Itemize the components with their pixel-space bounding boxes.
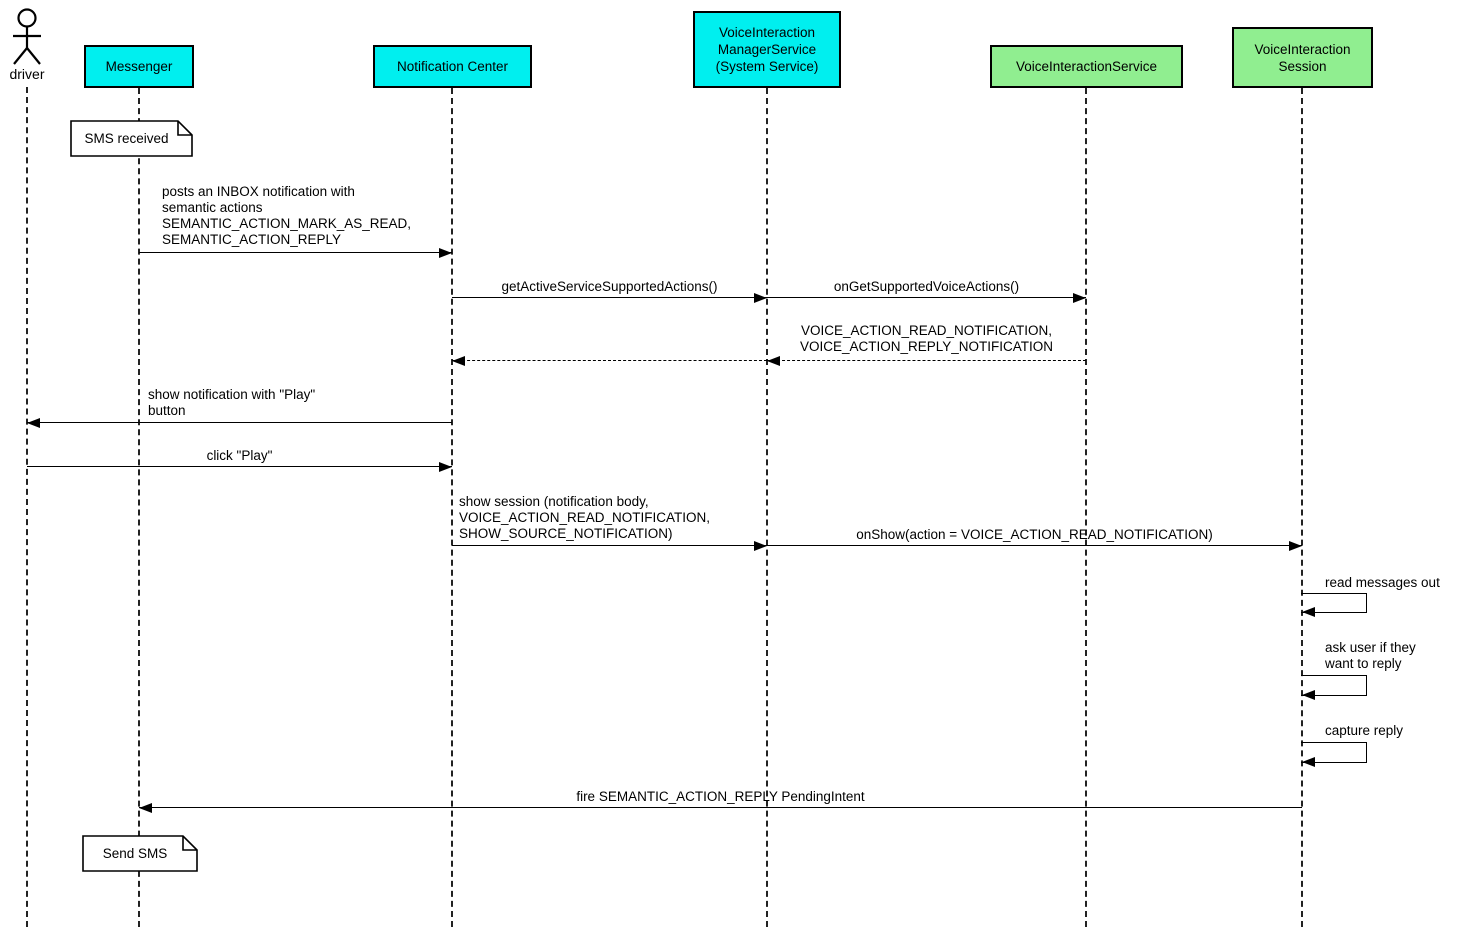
message-line-click-play xyxy=(27,466,452,467)
message-line-fire-pending-intent xyxy=(139,807,1302,808)
message-line-show-session xyxy=(452,545,767,546)
message-label-on-get-supported-voice-actions: onGetSupportedVoiceActions() xyxy=(833,279,1020,294)
self-message-loop-capture-reply xyxy=(1301,742,1367,763)
message-line-show-notification-play xyxy=(27,422,452,423)
participant-box-voiceinteraction-managerservice: VoiceInteraction ManagerService (System … xyxy=(693,11,841,88)
participant-box-messenger: Messenger xyxy=(84,45,194,88)
self-message-loop-read-messages-out xyxy=(1301,593,1367,613)
message-line-voice-actions-return-forward xyxy=(452,360,767,361)
message-line-on-show xyxy=(767,545,1302,546)
arrowhead-left-icon xyxy=(1302,757,1315,767)
arrowhead-right-icon xyxy=(754,293,767,303)
lifeline-voiceinteraction-session xyxy=(1301,88,1303,927)
arrowhead-right-icon xyxy=(754,541,767,551)
message-label-posts-inbox-notification: posts an INBOX notification with semanti… xyxy=(162,184,412,247)
message-label-get-active-service-supported-actions: getActiveServiceSupportedActions() xyxy=(501,279,718,294)
actor-label: driver xyxy=(9,66,45,82)
message-label-voice-actions-return: VOICE_ACTION_READ_NOTIFICATION, VOICE_AC… xyxy=(799,323,1054,354)
lifeline-notification-center xyxy=(451,88,453,927)
lifeline-driver xyxy=(26,87,28,927)
self-message-loop-ask-user-reply xyxy=(1301,675,1367,696)
message-line-posts-inbox-notification xyxy=(139,252,452,253)
arrowhead-left-icon xyxy=(27,418,40,428)
message-label-click-play: click "Play" xyxy=(206,448,273,463)
message-label-ask-user-reply: ask user if they want to reply xyxy=(1325,640,1416,671)
message-label-read-messages-out: read messages out xyxy=(1325,575,1440,590)
message-line-on-get-supported-voice-actions xyxy=(767,297,1086,298)
participant-box-voiceinteraction-session: VoiceInteraction Session xyxy=(1232,27,1373,88)
note-shape-icon xyxy=(82,835,198,872)
actor-figure-icon xyxy=(13,8,41,65)
message-label-on-show: onShow(action = VOICE_ACTION_READ_NOTIFI… xyxy=(856,527,1213,542)
arrowhead-left-icon xyxy=(139,803,152,813)
message-line-voice-actions-return xyxy=(767,360,1086,361)
lifeline-voiceinteraction-managerservice xyxy=(766,88,768,927)
arrowhead-right-icon xyxy=(1289,541,1302,551)
participant-box-voiceinteractionservice: VoiceInteractionService xyxy=(990,45,1183,88)
arrowhead-left-icon xyxy=(767,356,780,366)
arrowhead-left-icon xyxy=(1302,690,1315,700)
note-sms-received-label: SMS received xyxy=(84,131,169,146)
note-sms-received: SMS received xyxy=(70,120,193,157)
participant-box-notification-center: Notification Center xyxy=(373,45,532,88)
message-label-capture-reply: capture reply xyxy=(1325,723,1404,738)
lifeline-voiceinteractionservice xyxy=(1085,88,1087,927)
note-send-sms-label: Send SMS xyxy=(102,846,168,861)
note-send-sms: Send SMS xyxy=(82,835,198,872)
arrowhead-right-icon xyxy=(1073,293,1086,303)
message-label-show-session: show session (notification body, VOICE_A… xyxy=(459,494,711,541)
message-label-show-notification-play: show notification with "Play" button xyxy=(148,387,316,418)
message-line-get-active-service-supported-actions xyxy=(452,297,767,298)
arrowhead-left-icon xyxy=(1302,607,1315,617)
arrowhead-left-icon xyxy=(452,356,465,366)
lifeline-messenger xyxy=(138,88,140,927)
arrowhead-right-icon xyxy=(439,248,452,258)
message-label-fire-pending-intent: fire SEMANTIC_ACTION_REPLY PendingIntent xyxy=(576,789,865,804)
arrowhead-right-icon xyxy=(439,462,452,472)
note-shape-icon xyxy=(70,120,193,157)
